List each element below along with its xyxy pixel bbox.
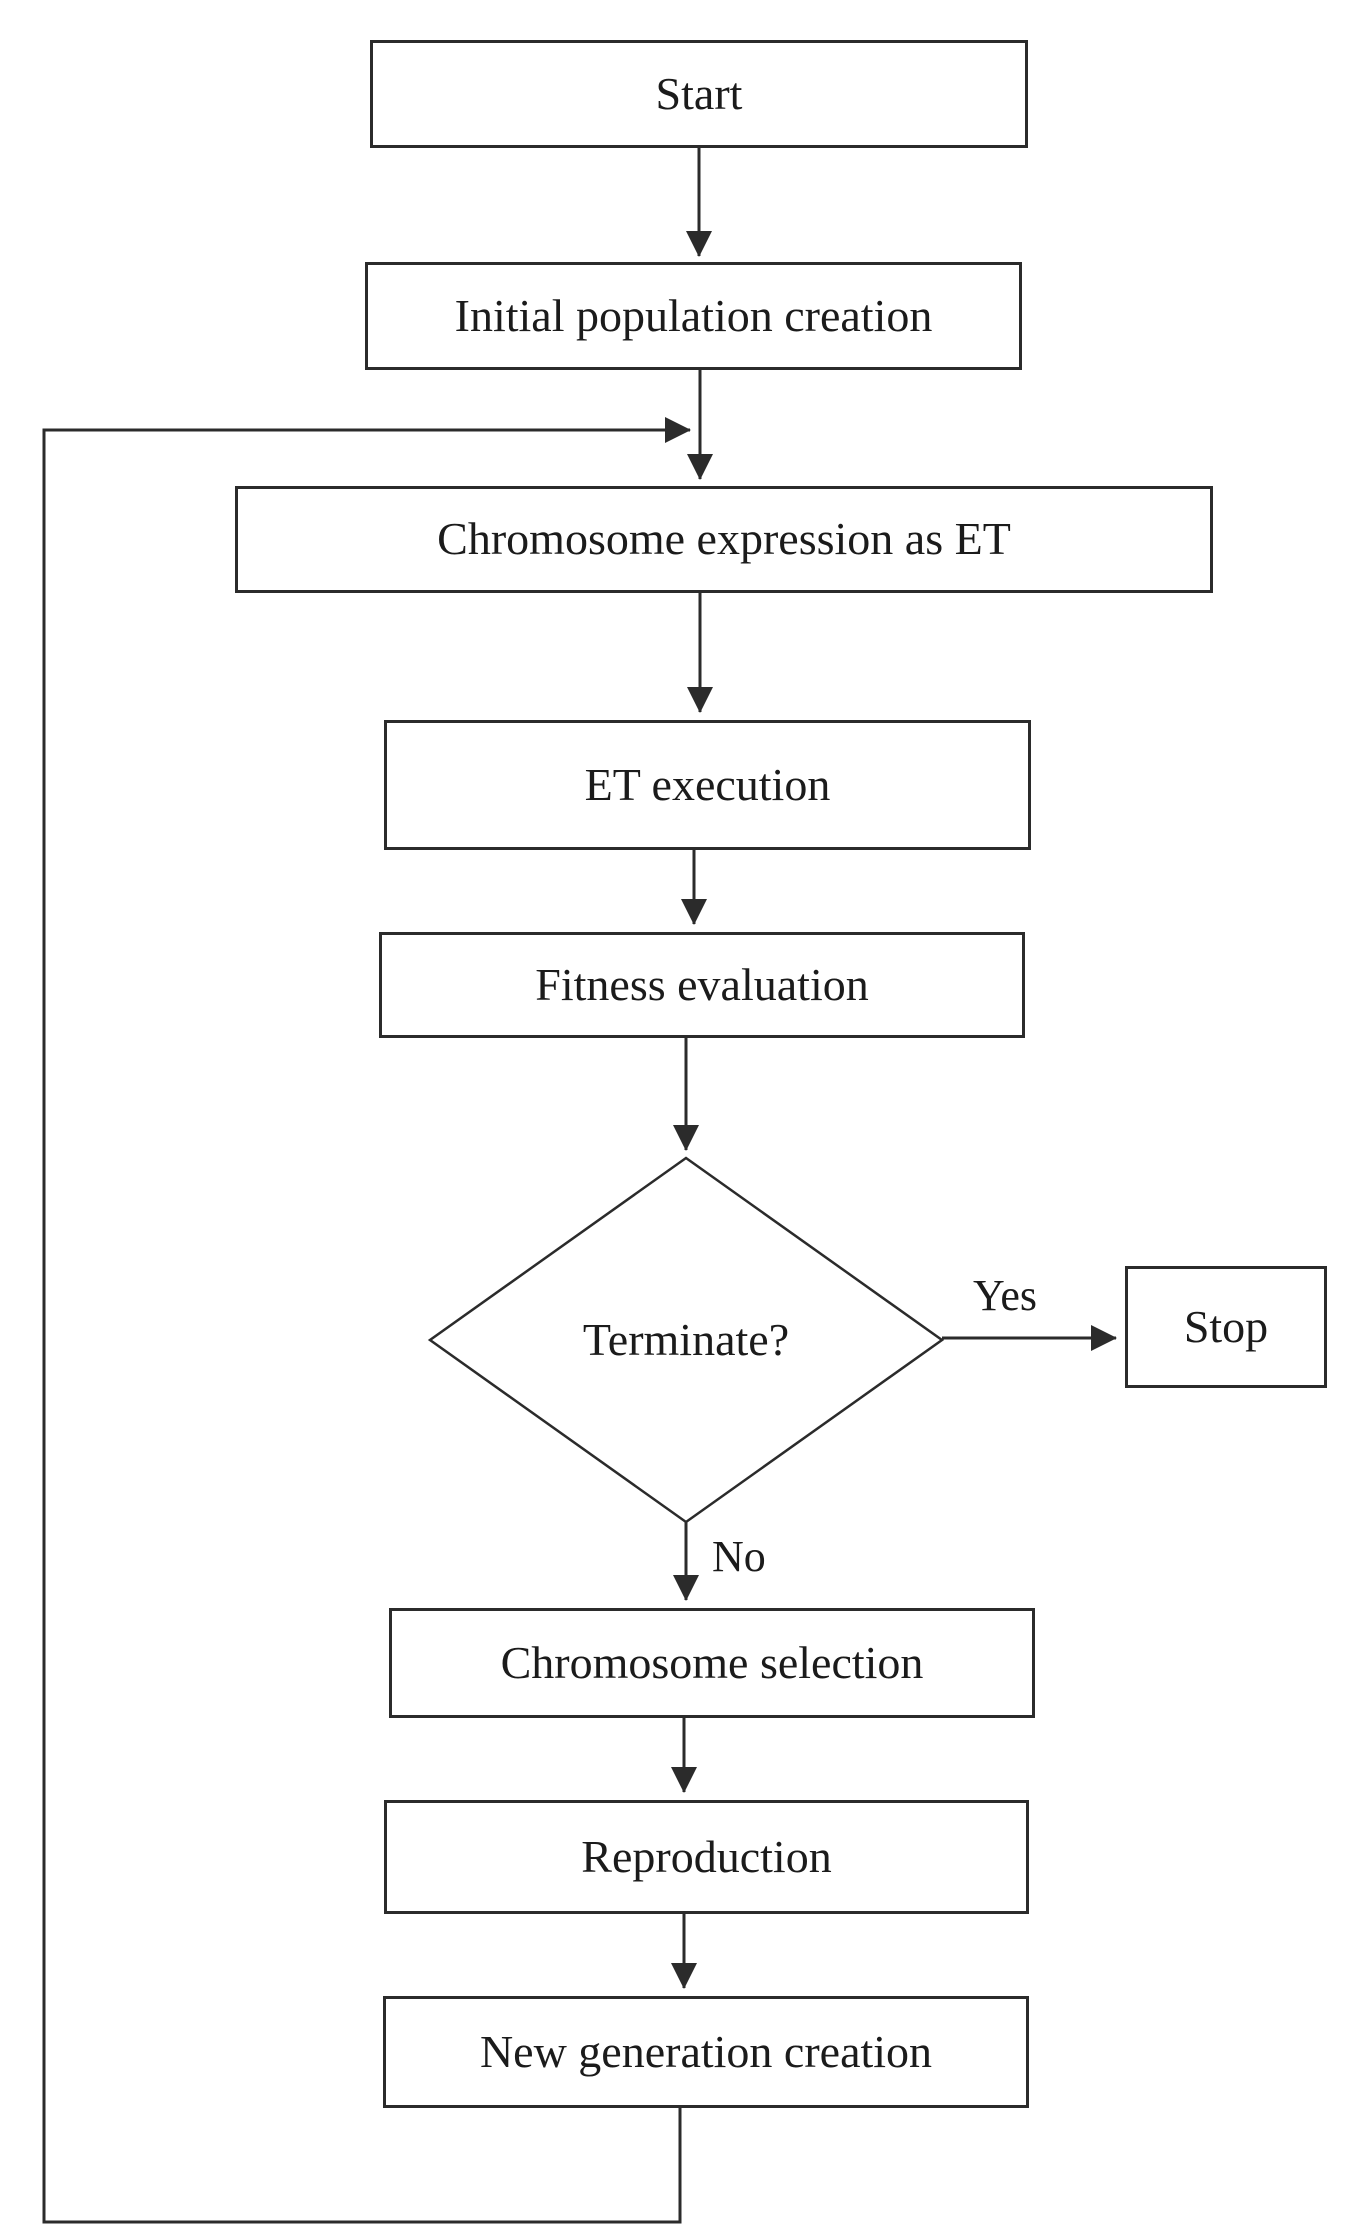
node-chromosome-expression: Chromosome expression as ET — [235, 486, 1213, 593]
node-fitness-evaluation: Fitness evaluation — [379, 932, 1025, 1038]
node-stop: Stop — [1125, 1266, 1327, 1388]
node-terminate-label: Terminate? — [582, 1313, 790, 1365]
node-reproduction: Reproduction — [384, 1800, 1029, 1914]
edge-newgen-to-chromexpr-loop — [42, 417, 691, 2224]
node-start: Start — [370, 40, 1028, 148]
edge-label-yes: Yes — [972, 1270, 1038, 1320]
edge-label-no: No — [712, 1531, 766, 1581]
node-initial-population: Initial population creation — [365, 262, 1022, 370]
node-et-execution: ET execution — [384, 720, 1031, 850]
node-chromosome-selection: Chromosome selection — [389, 1608, 1035, 1718]
node-new-generation: New generation creation — [383, 1996, 1029, 2108]
